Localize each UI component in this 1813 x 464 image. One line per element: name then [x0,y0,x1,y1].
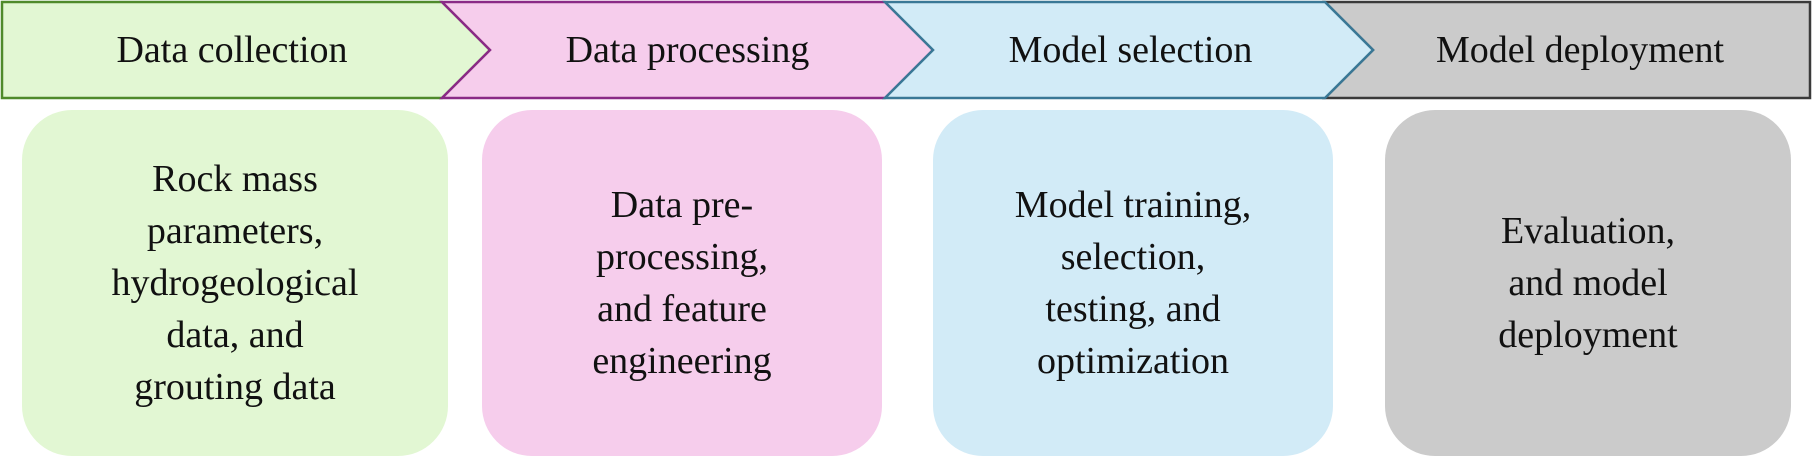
stage-detail-data-collection: Rock mass parameters, hydrogeological da… [111,158,359,408]
chevron-band [0,0,1812,100]
stage-detail-data-processing: Data pre- processing, and feature engine… [592,184,772,382]
stage-detail-model-selection: Model training, selection, testing, and … [1014,184,1252,382]
stage-detail-model-deployment: Evaluation, and model deployment [1498,210,1678,356]
chevron-shape-model-selection [881,0,1375,100]
stage-title-data-processing: Data processing [565,29,810,71]
stage-box-data-processing: Data pre- processing, and feature engine… [482,110,882,456]
stage-title-data-collection: Data collection [116,29,348,71]
stage-box-model-selection: Model training, selection, testing, and … [933,110,1333,456]
stage-box-model-deployment: Evaluation, and model deployment [1385,110,1791,456]
stage-title-model-deployment: Model deployment [1435,29,1725,71]
stage-box-data-collection: Rock mass parameters, hydrogeological da… [22,110,448,456]
stage-title-model-selection: Model selection [1008,29,1253,71]
